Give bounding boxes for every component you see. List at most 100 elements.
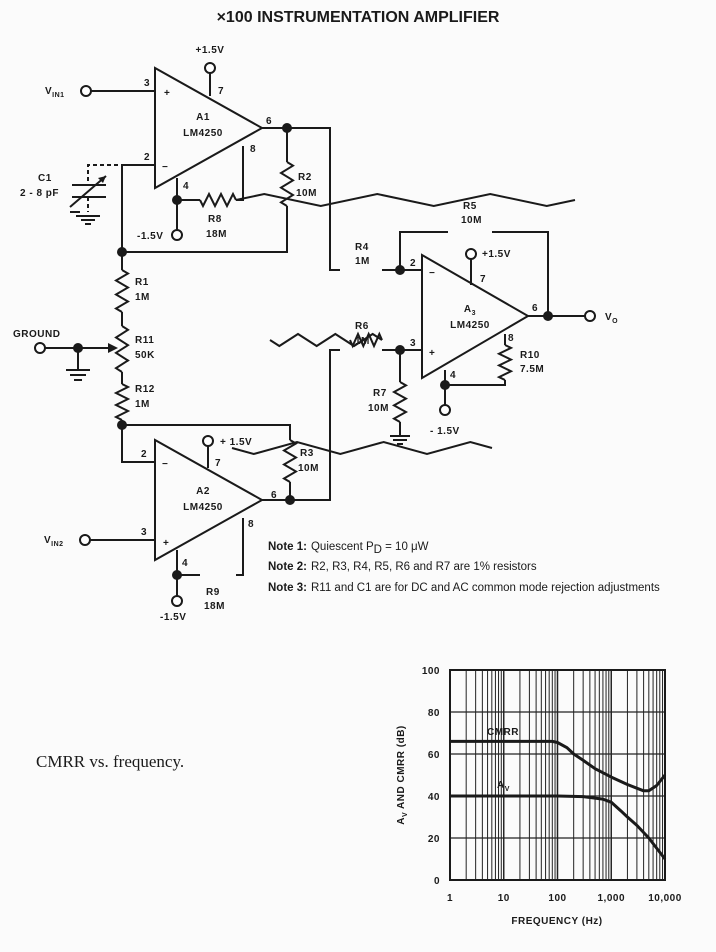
resistor-r12 bbox=[113, 383, 131, 421]
note-1: Note 1:Quiescent PD = 10 μW bbox=[268, 541, 429, 556]
a1-plus: + bbox=[164, 88, 170, 99]
potentiometer-r11 bbox=[114, 325, 130, 373]
r3-ref: R3 bbox=[300, 448, 314, 459]
wire bbox=[236, 146, 244, 201]
vin2-terminal bbox=[79, 534, 91, 546]
node bbox=[395, 265, 405, 275]
pos-supply-label: + 1.5V bbox=[220, 437, 252, 448]
vo-terminal bbox=[584, 310, 596, 322]
ground-label: GROUND bbox=[13, 329, 60, 340]
x-tick-label: 10 bbox=[498, 893, 510, 904]
resistor-r10 bbox=[496, 344, 514, 381]
ground-terminal bbox=[34, 342, 46, 354]
y-tick-label: 0 bbox=[434, 876, 440, 887]
wire bbox=[262, 127, 340, 271]
a2-pin6: 6 bbox=[271, 490, 277, 501]
a3-part: LM4250 bbox=[450, 320, 490, 331]
r12-value: 1M bbox=[135, 399, 150, 410]
r10-ref: R10 bbox=[520, 350, 540, 361]
a2-pin4: 4 bbox=[182, 558, 188, 569]
resistor-r2 bbox=[279, 161, 295, 207]
neg-supply-label: -1.5V bbox=[160, 612, 186, 623]
a3-pin3: 3 bbox=[410, 338, 416, 349]
a2-pin7: 7 bbox=[215, 458, 221, 469]
a3-pin8: 8 bbox=[508, 333, 514, 344]
op-amp-a1: A1 LM4250 + − 3 2 7 6 8 4 bbox=[144, 66, 272, 192]
resistor-r9 bbox=[235, 192, 576, 208]
node bbox=[172, 195, 182, 205]
a1-pin6: 6 bbox=[266, 116, 272, 127]
y-tick-label: 60 bbox=[428, 750, 440, 761]
page-title: ×100 INSTRUMENTATION AMPLIFIER bbox=[217, 9, 500, 26]
ground-symbol bbox=[390, 422, 410, 445]
x-tick-label: 10,000 bbox=[648, 893, 682, 904]
resistor-r6 bbox=[349, 331, 383, 349]
r4-ref: R4 bbox=[355, 242, 369, 253]
a2-minus: − bbox=[162, 459, 168, 470]
a1-pin4: 4 bbox=[183, 181, 189, 192]
r5-value: 10M bbox=[461, 215, 482, 226]
neg-supply-terminal bbox=[439, 404, 451, 416]
svg-text:Note 1:Quiescent PD = 10 μW: Note 1:Quiescent PD = 10 μW bbox=[268, 541, 429, 556]
note-2: Note 2:R2, R3, R4, R5, R6 and R7 are 1% … bbox=[268, 561, 537, 573]
av-curve bbox=[450, 794, 667, 860]
a2-part: LM4250 bbox=[183, 502, 223, 513]
c1-value: 2 - 8 pF bbox=[20, 188, 59, 199]
a2-pin8: 8 bbox=[248, 519, 254, 530]
a1-pin7: 7 bbox=[218, 86, 224, 97]
r6-value: 1M bbox=[355, 336, 370, 347]
pos-supply-terminal bbox=[204, 62, 216, 74]
resistor-r7 bbox=[391, 381, 409, 423]
wire bbox=[382, 349, 422, 382]
a2-pin3: 3 bbox=[141, 527, 147, 538]
r10-value: 7.5M bbox=[520, 364, 544, 375]
r3-value: 10M bbox=[298, 463, 319, 474]
vin1-terminal bbox=[80, 85, 92, 97]
r11-value: 50K bbox=[135, 350, 155, 361]
node bbox=[395, 345, 405, 355]
a1-pin8: 8 bbox=[250, 144, 256, 155]
x-axis-label: FREQUENCY (Hz) bbox=[511, 916, 602, 927]
r1-ref: R1 bbox=[135, 277, 149, 288]
wiper-arrow-icon bbox=[108, 343, 118, 353]
c1-ref: C1 bbox=[38, 173, 52, 184]
r4-value: 1M bbox=[355, 256, 370, 267]
chart-grid bbox=[449, 669, 666, 881]
chart-curves bbox=[450, 739, 667, 860]
r11-ref: R11 bbox=[135, 335, 154, 346]
series-label-av: AV bbox=[497, 780, 510, 793]
r9-ref: R9 bbox=[206, 587, 220, 598]
x-tick-label: 1,000 bbox=[597, 893, 625, 904]
wire bbox=[236, 518, 244, 576]
r2-value: 10M bbox=[296, 188, 317, 199]
note-3: Note 3:R11 and C1 are for DC and AC comm… bbox=[268, 582, 660, 594]
x-tick-label: 1 bbox=[447, 893, 453, 904]
vin1-label: VIN1 bbox=[45, 86, 65, 99]
r6-ref: R6 bbox=[355, 321, 369, 332]
neg-supply-terminal bbox=[171, 229, 183, 241]
y-tick-label: 100 bbox=[422, 666, 440, 677]
a2-plus: + bbox=[163, 538, 169, 549]
neg-supply-label: -1.5V bbox=[137, 231, 163, 242]
r2-ref: R2 bbox=[298, 172, 312, 183]
svg-text:Note 2:R2, R3, R4, R5, R6 and: Note 2:R2, R3, R4, R5, R6 and R7 are 1% … bbox=[268, 561, 537, 573]
r7-ref: R7 bbox=[373, 388, 387, 399]
y-tick-label: 80 bbox=[428, 708, 440, 719]
r7-value: 10M bbox=[368, 403, 389, 414]
resistor-r5 bbox=[231, 440, 493, 456]
a3-plus: + bbox=[429, 348, 435, 359]
resistor-r1 bbox=[114, 269, 130, 313]
chart-caption: CMRR vs. frequency. bbox=[36, 752, 184, 771]
r8-value: 18M bbox=[206, 229, 227, 240]
a3-pin6: 6 bbox=[532, 303, 538, 314]
a3-minus: − bbox=[429, 268, 435, 279]
a3-pin7: 7 bbox=[480, 274, 486, 285]
node bbox=[172, 570, 182, 580]
node bbox=[73, 343, 83, 353]
a3-pin4: 4 bbox=[450, 370, 456, 381]
a1-pin3: 3 bbox=[144, 78, 150, 89]
y-tick-label: 40 bbox=[428, 792, 440, 803]
r9-value: 18M bbox=[204, 601, 225, 612]
